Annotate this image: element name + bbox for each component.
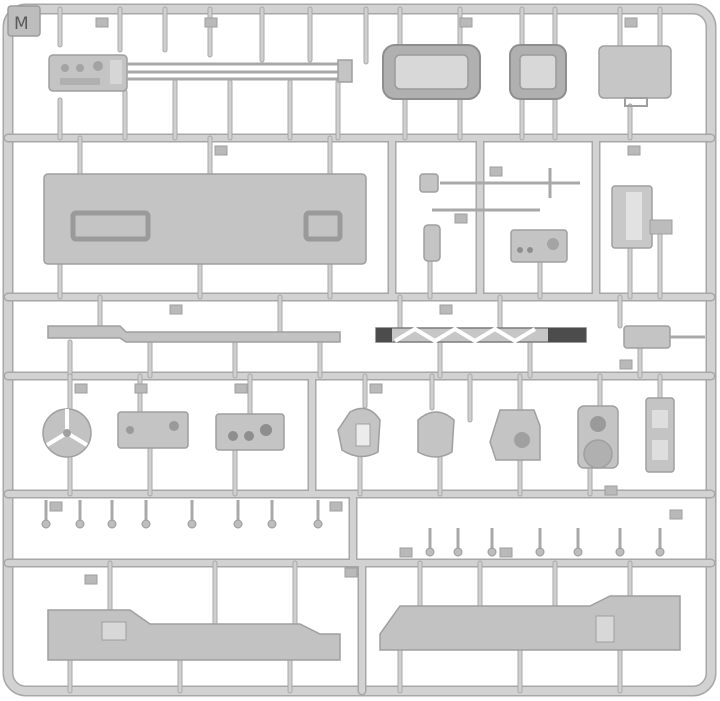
part-number-tag — [499, 547, 513, 558]
sprue-letter: M — [14, 14, 29, 34]
shield-plate-part — [337, 407, 381, 458]
lever-knob — [487, 547, 497, 557]
part-number-tag — [459, 17, 473, 28]
small-hatch-frame-part — [509, 44, 567, 100]
frame-bracket-part — [645, 397, 675, 473]
pump-housing-part — [489, 409, 541, 461]
lever-knob — [41, 519, 51, 529]
lever-knob — [453, 547, 463, 557]
long-panel-part — [43, 173, 367, 265]
round-disc-part — [42, 408, 92, 458]
part-number-tag — [624, 17, 638, 28]
gearbox-housing-part — [117, 411, 189, 449]
lever-knob — [655, 547, 665, 557]
part-number-tags — [49, 17, 683, 585]
lever-knob — [535, 547, 545, 557]
box-lid-part — [598, 45, 672, 107]
left-chassis-rail-part — [47, 609, 341, 661]
long-bar-part — [47, 325, 341, 343]
part-number-tag — [369, 383, 383, 394]
rod-assembly-part — [127, 59, 353, 83]
lever-knob — [313, 519, 323, 529]
part-number-tag — [49, 501, 63, 512]
part-number-tag — [439, 304, 453, 315]
part-number-tag — [619, 359, 633, 370]
lever-knob — [615, 547, 625, 557]
lever-knob — [425, 547, 435, 557]
instrument-box-part — [215, 413, 285, 451]
part-number-tag — [169, 304, 183, 315]
part-number-tag — [95, 17, 109, 28]
truss-beam-part — [375, 326, 587, 344]
lever-knob — [141, 519, 151, 529]
part-number-tag — [454, 213, 468, 224]
part-number-tag — [627, 145, 641, 156]
part-number-tag — [489, 166, 503, 177]
bracket-assembly-part — [611, 185, 673, 249]
engine-block-part — [48, 54, 128, 92]
lever-knob — [107, 519, 117, 529]
sprue-gates — [57, 6, 663, 694]
part-number-tag — [84, 574, 98, 585]
cylinder-housing-part — [577, 405, 619, 469]
lever-knob — [267, 519, 277, 529]
part-number-tag — [604, 485, 618, 496]
round-cover-part — [417, 411, 455, 458]
right-chassis-rail-part — [379, 595, 681, 651]
small-levers-row-part — [41, 500, 665, 557]
part-number-tag — [669, 509, 683, 520]
lever-knob — [187, 519, 197, 529]
part-number-tag — [399, 547, 413, 558]
control-panel-part — [510, 229, 568, 263]
large-hatch-frame-part — [382, 44, 481, 100]
part-number-tag — [344, 567, 358, 578]
part-number-tag — [74, 383, 88, 394]
lever-knob — [573, 547, 583, 557]
part-number-tag — [214, 145, 228, 156]
part-number-tag — [204, 17, 218, 28]
lever-knob — [75, 519, 85, 529]
sprue-letter-tag: M — [7, 5, 41, 37]
part-number-tag — [329, 501, 343, 512]
part-number-tag — [134, 383, 148, 394]
valve-assembly-part — [419, 168, 580, 262]
connector-part — [623, 325, 705, 349]
lever-knob — [233, 519, 243, 529]
part-number-tag — [234, 383, 248, 394]
